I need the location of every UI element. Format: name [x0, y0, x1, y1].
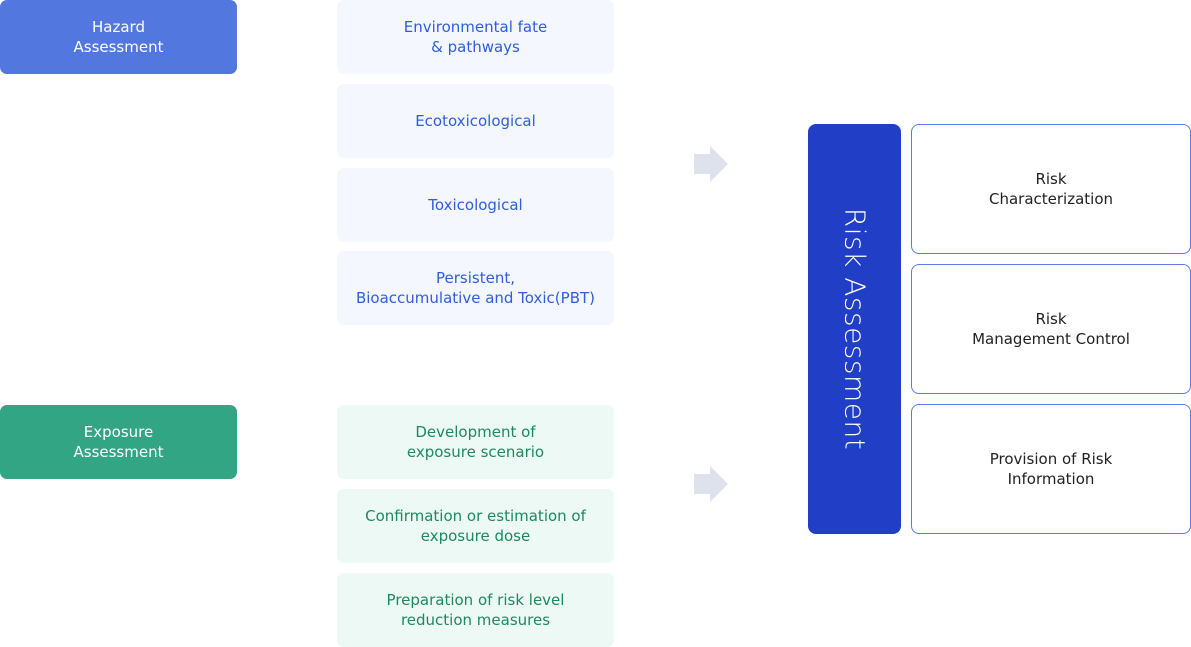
risk-assessment-block: Risk Assessment	[808, 124, 901, 534]
hazard-item-toxicological: Toxicological	[337, 168, 614, 242]
output-risk-characterization: Risk Characterization	[911, 124, 1191, 254]
exposure-assessment-header: Exposure Assessment	[0, 405, 237, 479]
hazard-item-environmental-fate: Environmental fate & pathways	[337, 0, 614, 74]
exposure-item-scenario: Development of exposure scenario	[337, 405, 614, 479]
output-provision-of-risk-information: Provision of Risk Information	[911, 404, 1191, 534]
hazard-item-ecotoxicological: Ecotoxicological	[337, 84, 614, 158]
output-risk-management-control: Risk Management Control	[911, 264, 1191, 394]
exposure-item-dose: Confirmation or estimation of exposure d…	[337, 489, 614, 563]
hazard-item-pbt: Persistent, Bioaccumulative and Toxic(PB…	[337, 251, 614, 325]
risk-assessment-label: Risk Assessment	[838, 207, 871, 451]
hazard-arrow-icon	[694, 146, 728, 182]
exposure-item-reduction: Preparation of risk level reduction meas…	[337, 573, 614, 647]
exposure-arrow-icon	[694, 466, 728, 502]
hazard-assessment-header: Hazard Assessment	[0, 0, 237, 74]
